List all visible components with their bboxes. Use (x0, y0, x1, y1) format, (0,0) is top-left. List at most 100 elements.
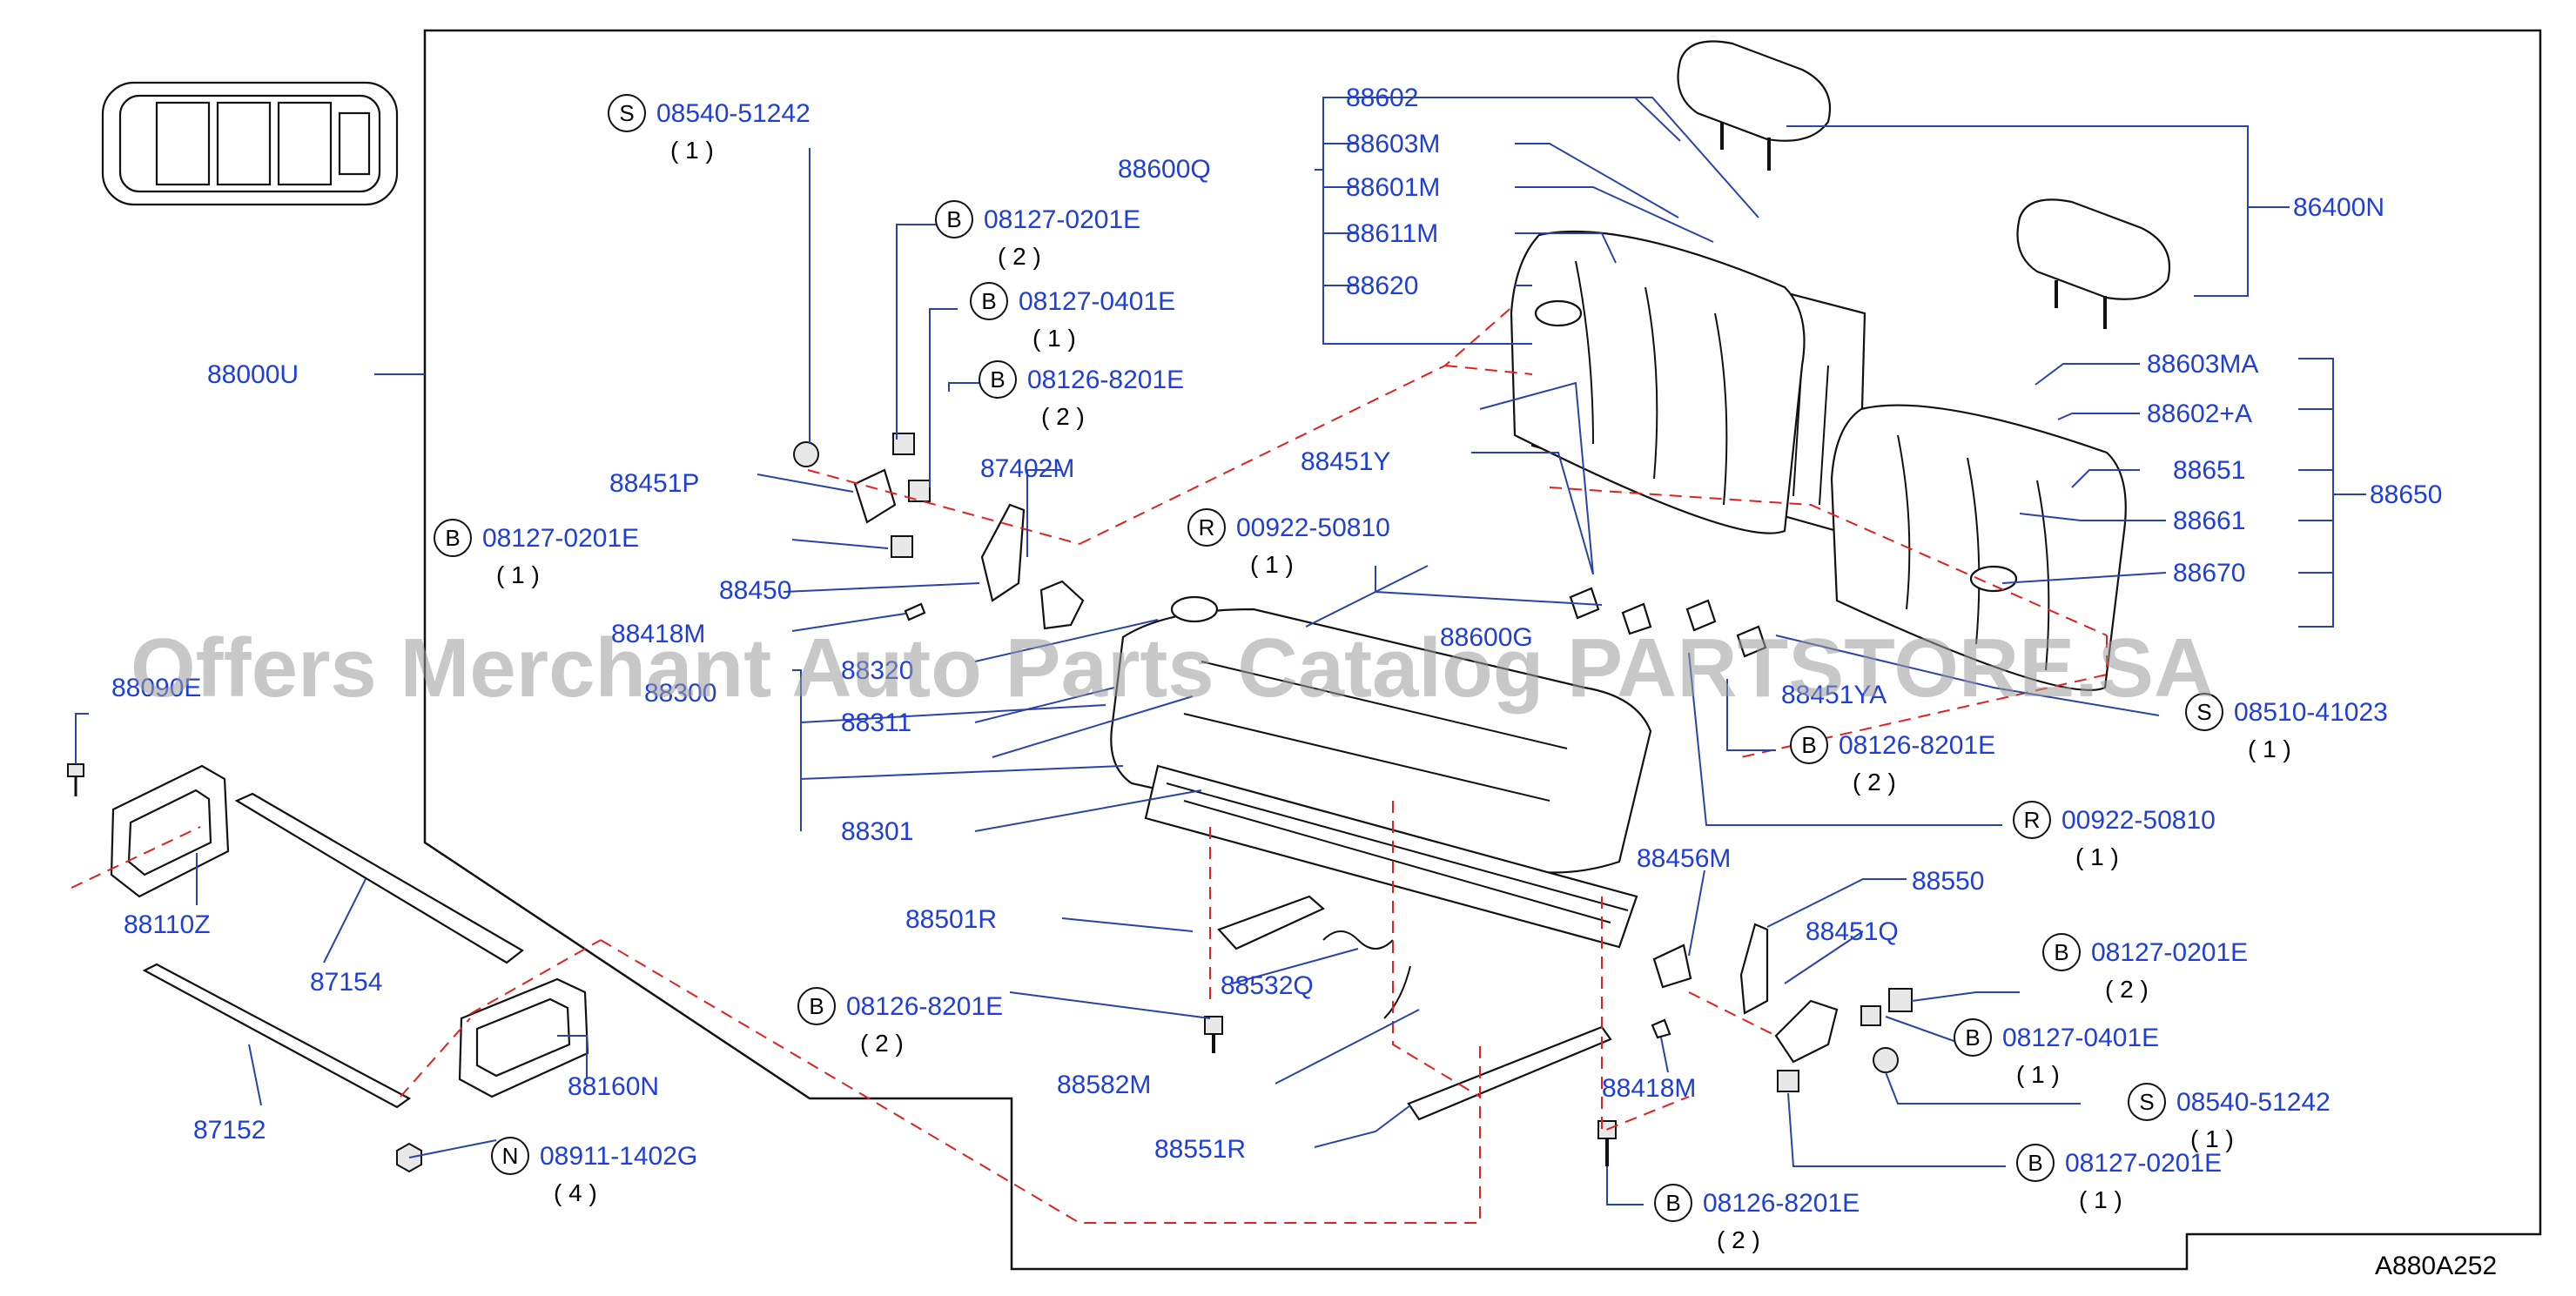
fastener-badge-letter: S (619, 100, 634, 126)
bolt-88090e (67, 763, 84, 796)
assembly-frame (423, 29, 2542, 1271)
label-88661: 88661 (2173, 507, 2245, 535)
fastener-quantity: ( 1 ) (2075, 843, 2119, 870)
hinge-hardware-left (793, 433, 1085, 630)
trim-cover-88110z (110, 764, 230, 898)
fastener-part-number: 08126-8201E (1027, 366, 1184, 394)
fastener-quantity: ( 1 ) (1250, 551, 1294, 578)
label-88300: 88300 (644, 679, 716, 708)
headrest-upper (1677, 40, 1832, 171)
label-88450: 88450 (719, 576, 791, 605)
fastener-callout-s2: S 08510-41023 ( 1 ) (2185, 693, 2388, 762)
fastener-quantity: ( 1 ) (2248, 735, 2291, 762)
fastener-badge-circle (2013, 801, 2051, 839)
label-88532Q: 88532Q (1221, 971, 1314, 1000)
label-88611M: 88611M (1346, 219, 1438, 248)
fastener-badge-circle (797, 987, 836, 1025)
fastener-part-number: 08126-8201E (1703, 1189, 1860, 1218)
label-88451P: 88451P (609, 469, 699, 498)
fastener-badge-letter: S (2196, 699, 2211, 725)
fastener-quantity: ( 2 ) (1041, 403, 1085, 430)
label-88451Q: 88451Q (1806, 917, 1899, 946)
fastener-part-number: 08127-0201E (2065, 1149, 2222, 1178)
label-88651: 88651 (2173, 456, 2245, 485)
fastener-part-number: 08127-0401E (1019, 287, 1175, 316)
fastener-callout-b4: B 08127-0201E ( 1 ) (434, 519, 639, 588)
fastener-badge-letter: S (2139, 1089, 2154, 1115)
slide-rail-88501r (1217, 895, 1612, 1121)
label-88000U: 88000U (207, 360, 299, 389)
label-88090E: 88090E (111, 674, 201, 702)
fastener-badge-letter: B (2028, 1150, 2042, 1176)
label-86400N: 86400N (2293, 193, 2384, 222)
label-88451YA: 88451YA (1781, 681, 1887, 709)
label-88418M-left: 88418M (611, 620, 705, 648)
watermark: Offers Merchant Auto Parts Catalog PARTS… (131, 621, 2214, 715)
label-87152: 87152 (193, 1116, 266, 1145)
fastener-part-number: 08127-0401E (2002, 1024, 2159, 1052)
fastener-badge-circle (2016, 1144, 2055, 1182)
label-88602: 88602 (1346, 84, 1418, 112)
fastener-part-number: 08126-8201E (846, 992, 1003, 1021)
fastener-quantity: ( 2 ) (2105, 976, 2149, 1003)
fastener-badge-circle (1954, 1018, 1992, 1057)
label-88320: 88320 (841, 656, 913, 685)
leader-lines (75, 97, 2366, 1205)
fastener-badge-circle (434, 519, 472, 557)
fastener-badge-letter: B (2054, 939, 2068, 965)
part-labels: 88000U 88600Q 88602 88603M 88601M 88611M… (111, 84, 2442, 1164)
label-88601M: 88601M (1346, 173, 1440, 202)
fastener-badge-circle (979, 360, 1017, 399)
fastener-part-number: 08510-41023 (2234, 698, 2388, 727)
fastener-badge-letter: B (1665, 1190, 1680, 1216)
vehicle-thumbnail (101, 81, 399, 206)
fastener-badge-letter: R (1199, 514, 1215, 541)
label-88670: 88670 (2173, 559, 2245, 588)
fastener-part-number: 08911-1402G (540, 1142, 697, 1171)
fastener-badge-letter: R (2024, 807, 2041, 833)
fastener-part-number: 00922-50810 (2061, 806, 2216, 835)
rail-87154 (234, 792, 524, 964)
fastener-badge-circle (2185, 693, 2223, 731)
assembly-dashed-lines (71, 304, 2108, 1224)
label-88551R: 88551R (1154, 1135, 1246, 1164)
label-88456M: 88456M (1637, 844, 1731, 873)
rail-87152 (142, 963, 412, 1109)
fastener-quantity: ( 1 ) (496, 561, 540, 588)
seatback-cushion-88611m (1510, 230, 1806, 534)
fastener-badge-circle (935, 200, 973, 238)
fastener-quantity: ( 2 ) (1853, 769, 1896, 796)
fastener-badge-letter: B (981, 288, 996, 314)
diagram-code: A880A252 (2375, 1252, 2497, 1280)
label-88451Y: 88451Y (1301, 447, 1390, 476)
fastener-quantity: ( 4 ) (554, 1179, 597, 1206)
fastener-badge-circle (1654, 1184, 1692, 1222)
label-87402M: 87402M (980, 454, 1074, 483)
fastener-badge-circle (2042, 933, 2081, 971)
trim-cover-88160n (458, 977, 589, 1098)
fastener-badge-letter: B (809, 993, 824, 1019)
label-88620: 88620 (1346, 272, 1418, 300)
label-88603M: 88603M (1346, 130, 1440, 158)
label-88600G: 88600G (1440, 623, 1533, 652)
spring-88532q (1322, 930, 1411, 1019)
fastener-quantity: ( 1 ) (1032, 325, 1076, 352)
fastener-part-number: 08127-0201E (984, 205, 1140, 234)
fastener-quantity: ( 2 ) (1717, 1226, 1760, 1253)
hinge-hardware-right (1204, 587, 1913, 1166)
fastener-badge-letter: B (1801, 732, 1816, 758)
fastener-part-number: 08127-0201E (482, 524, 639, 553)
fastener-badge-letter: B (445, 525, 460, 551)
fastener-part-number: 08127-0201E (2091, 938, 2248, 967)
label-88603MA: 88603MA (2147, 350, 2258, 379)
